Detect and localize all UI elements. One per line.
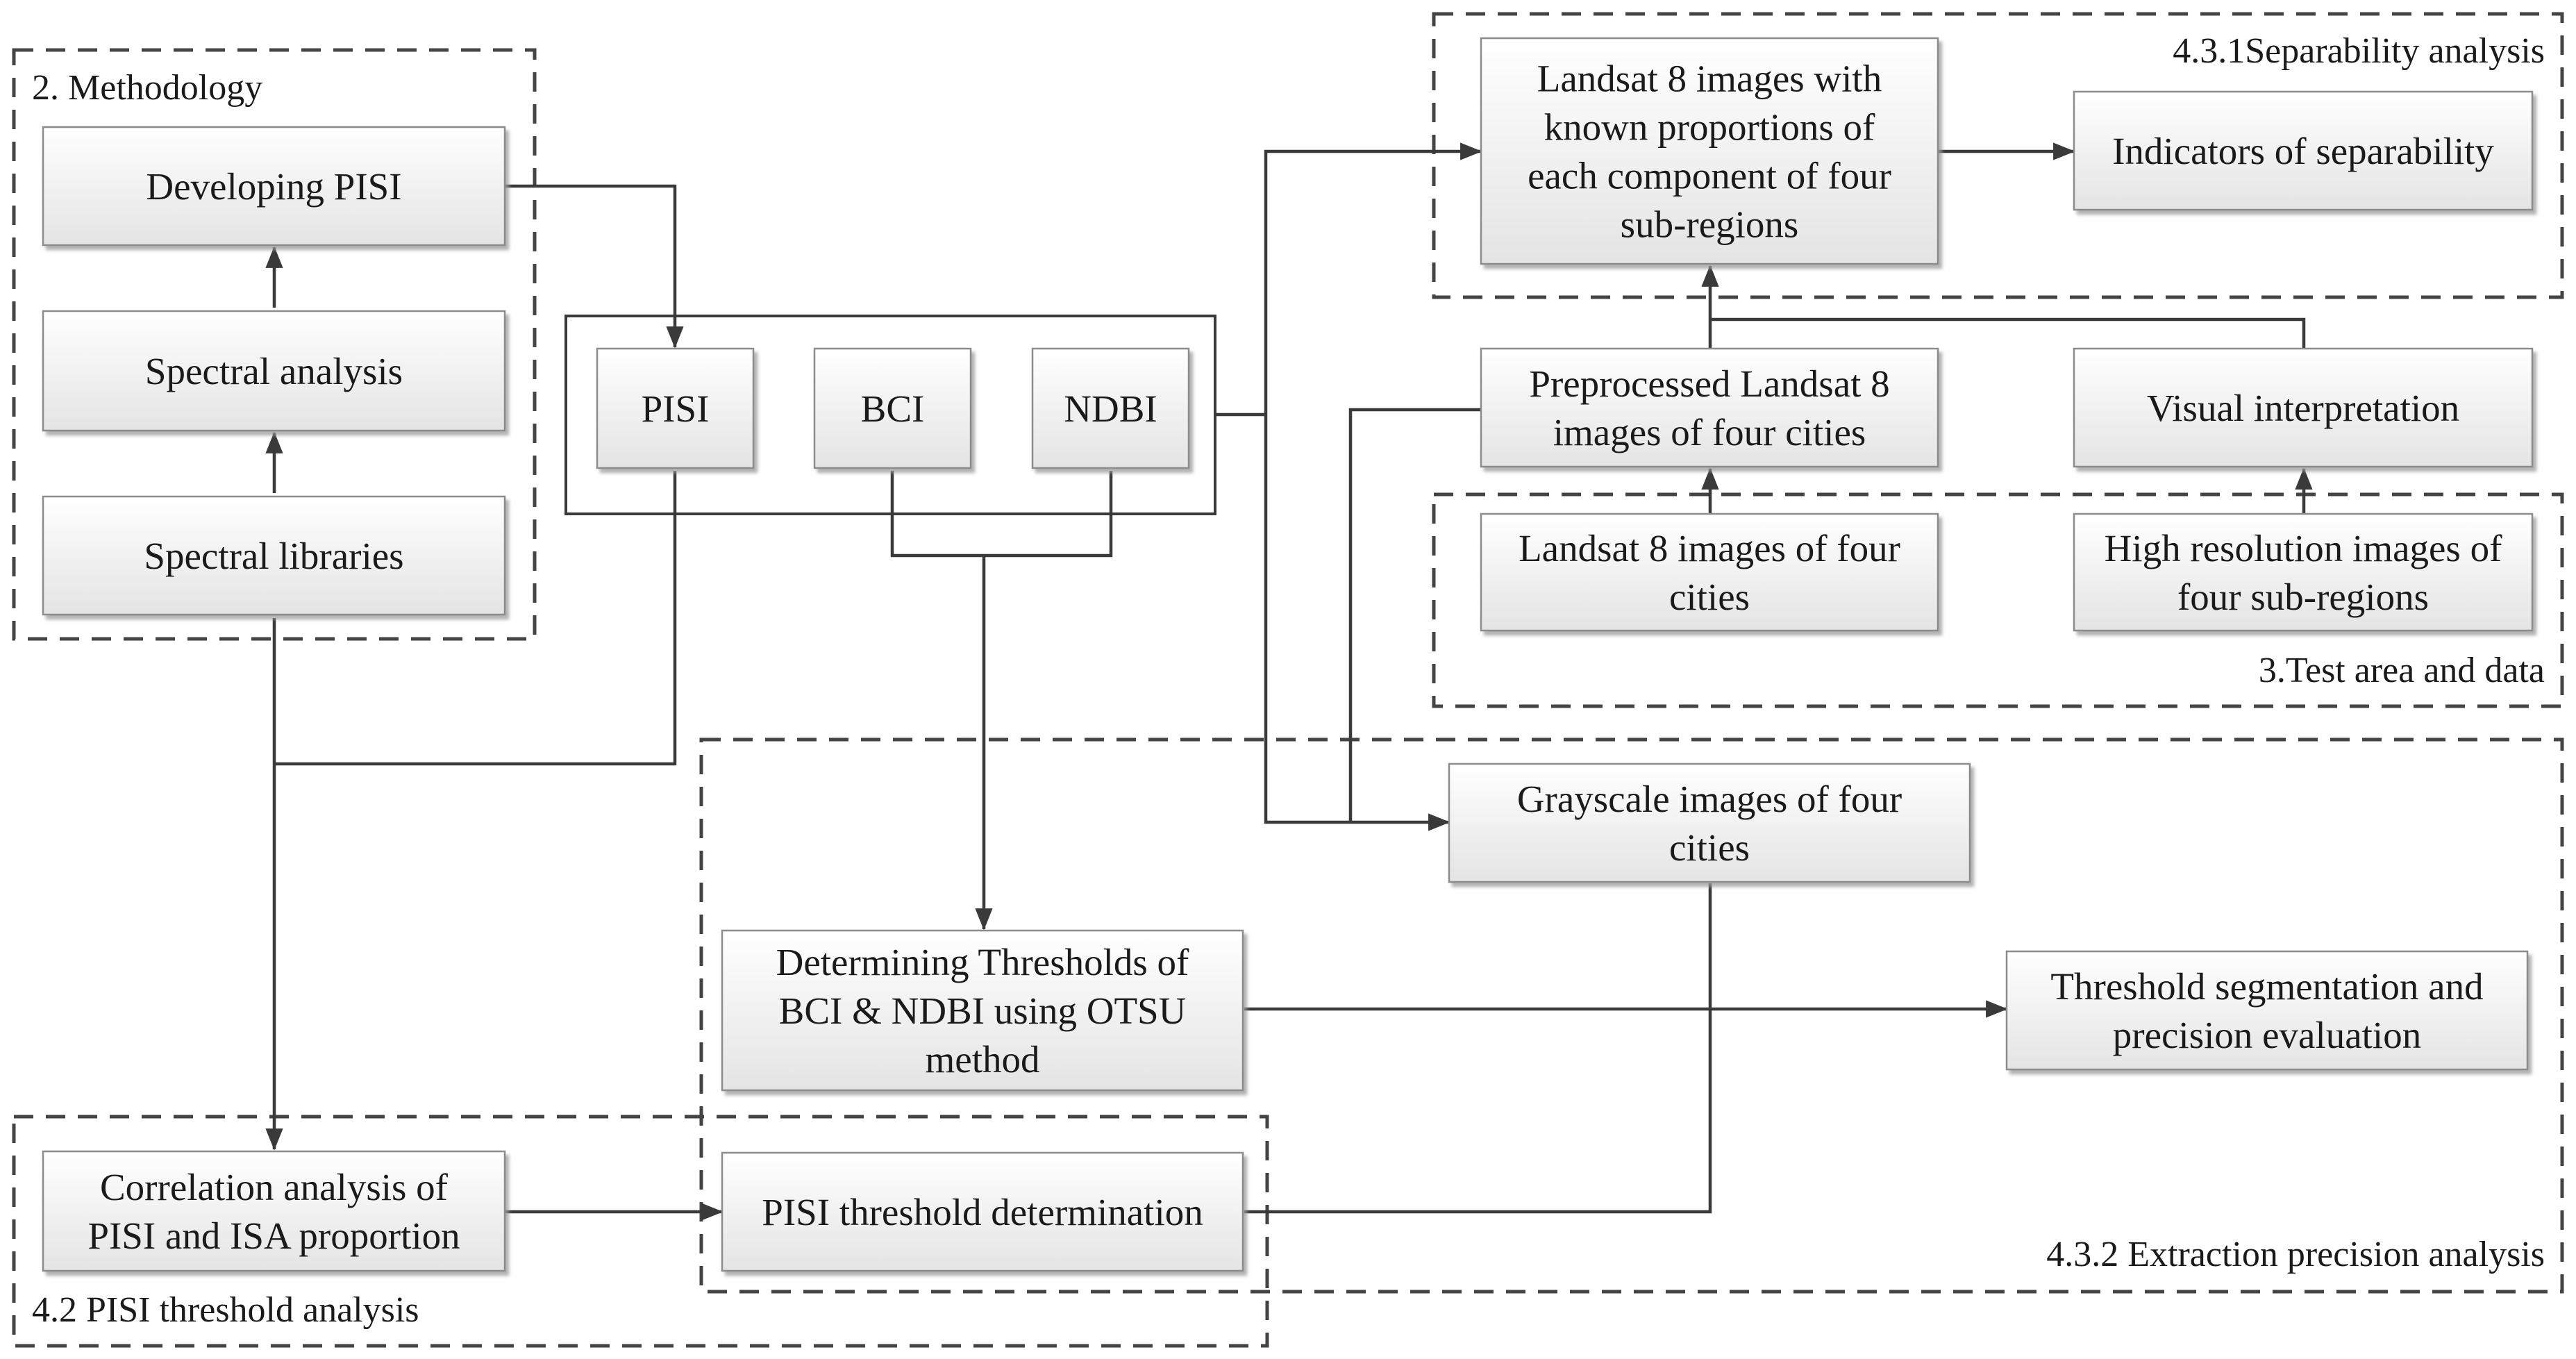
developing-pisi-text: Developing PISI (146, 165, 401, 208)
node-line: Landsat 8 images of four (1519, 527, 1900, 569)
node-line: Visual interpretation (2147, 387, 2459, 429)
node-line: precision evaluation (2113, 1014, 2421, 1056)
node-line: Spectral libraries (144, 535, 403, 577)
node-line: known proportions of (1544, 106, 1875, 149)
high-resolution-box: High resolution images of four sub-region… (2073, 512, 2534, 632)
node-line: cities (1669, 576, 1750, 618)
bci-text: BCI (861, 387, 925, 430)
pisi-determination-box: PISI threshold determination (721, 1151, 1244, 1272)
line-bci-ndbi-bracket (890, 471, 1113, 558)
nodes: Developing PISI Spectral analysis Spectr… (42, 37, 2534, 1272)
correlation-text: Correlation analysis of PISI and ISA prop… (87, 1166, 460, 1257)
pisi-threshold-group-label: 4.2 PISI threshold analysis (32, 1290, 419, 1330)
node-line: Spectral analysis (145, 350, 403, 392)
preprocessed-landsat-box: Preprocessed Landsat 8 images of four cit… (1480, 347, 1939, 468)
node-line: BCI (861, 387, 925, 430)
segmentation-text: Threshold segmentation and precision eval… (2050, 965, 2483, 1056)
arrow-developing-to-pisi (505, 184, 684, 349)
node-line: method (926, 1038, 1040, 1081)
spectral-libraries-box: Spectral libraries (42, 495, 506, 616)
pisi-determination-text: PISI threshold determination (762, 1191, 1203, 1233)
preprocessed-landsat-text: Preprocessed Landsat 8 images of four cit… (1529, 362, 1889, 453)
node-line: cities (1669, 826, 1750, 869)
developing-pisi-box: Developing PISI (42, 126, 506, 247)
spectral-analysis-text: Spectral analysis (145, 350, 403, 392)
line-visual-to-junction (1710, 317, 2306, 349)
node-line: sub-regions (1621, 203, 1799, 246)
visual-interpretation-box: Visual interpretation (2073, 347, 2534, 468)
line-pisi-to-merge (274, 471, 677, 766)
ndbi-box: NDBI (1031, 347, 1190, 469)
indicators-text: Indicators of separability (2112, 130, 2494, 172)
grayscale-text: Grayscale images of four cities (1517, 778, 1902, 869)
extraction-group (699, 737, 2564, 1294)
separability-group-label: 4.3.1Separability analysis (2173, 31, 2545, 71)
node-line: High resolution images of (2105, 527, 2503, 569)
node-line: Threshold segmentation and (2050, 965, 2483, 1008)
grayscale-box: Grayscale images of four cities (1448, 762, 1971, 883)
node-line: Correlation analysis of (100, 1166, 449, 1208)
correlation-box: Correlation analysis of PISI and ISA prop… (42, 1150, 506, 1272)
visual-interpretation-text: Visual interpretation (2147, 387, 2459, 429)
landsat-known-proportions-text: Landsat 8 images with known proportions o… (1528, 58, 1891, 246)
arrow-bus-to-landsat-known (1264, 142, 1482, 415)
node-line: PISI threshold determination (762, 1191, 1203, 1233)
pisi-box: PISI (596, 347, 755, 469)
indicators-box: Indicators of separability (2073, 90, 2534, 211)
node-line: four sub-regions (2177, 576, 2429, 618)
methodology-group (12, 48, 537, 641)
spectral-analysis-box: Spectral analysis (42, 310, 506, 432)
landsat-known-proportions-box: Landsat 8 images with known proportions o… (1480, 37, 1939, 265)
extraction-group-label: 4.3.2 Extraction precision analysis (2046, 1235, 2545, 1274)
high-resolution-text: High resolution images of four sub-region… (2105, 527, 2503, 618)
node-line: Preprocessed Landsat 8 (1529, 362, 1889, 405)
node-line: Determining Thresholds of (776, 941, 1189, 983)
node-line: BCI & NDBI using OTSU (779, 990, 1187, 1032)
bci-box: BCI (813, 347, 972, 469)
node-line: Grayscale images of four (1517, 778, 1902, 820)
node-line: Developing PISI (146, 165, 401, 208)
otsu-box: Determining Thresholds of BCI & NDBI usin… (721, 929, 1244, 1092)
ndbi-text: NDBI (1064, 387, 1157, 430)
node-line: Indicators of separability (2112, 130, 2494, 172)
connectors (265, 142, 2313, 1221)
test-area-group (1432, 492, 2564, 708)
pisi-text: PISI (642, 387, 710, 430)
landsat-cities-text: Landsat 8 images of four cities (1519, 527, 1900, 618)
pisi-threshold-group (12, 1115, 1269, 1348)
node-line: PISI and ISA proportion (87, 1215, 460, 1257)
node-line: Landsat 8 images with (1537, 58, 1882, 100)
node-line: PISI (642, 387, 710, 430)
methodology-group-label: 2. Methodology (32, 68, 262, 108)
node-line: NDBI (1064, 387, 1157, 430)
landsat-cities-box: Landsat 8 images of four cities (1480, 512, 1939, 632)
line-pisi-determination-to-grayscale (1244, 883, 1712, 1214)
otsu-text: Determining Thresholds of BCI & NDBI usin… (776, 941, 1189, 1081)
spectral-libraries-text: Spectral libraries (144, 535, 403, 577)
node-line: each component of four (1528, 155, 1891, 197)
segmentation-box: Threshold segmentation and precision eval… (2005, 950, 2529, 1071)
line-preprocessed-to-grayscale (1348, 408, 1481, 822)
test-area-group-label: 3.Test area and data (2259, 651, 2545, 690)
node-line: images of four cities (1553, 411, 1866, 453)
arrow-bus-to-grayscale (1264, 415, 1450, 831)
